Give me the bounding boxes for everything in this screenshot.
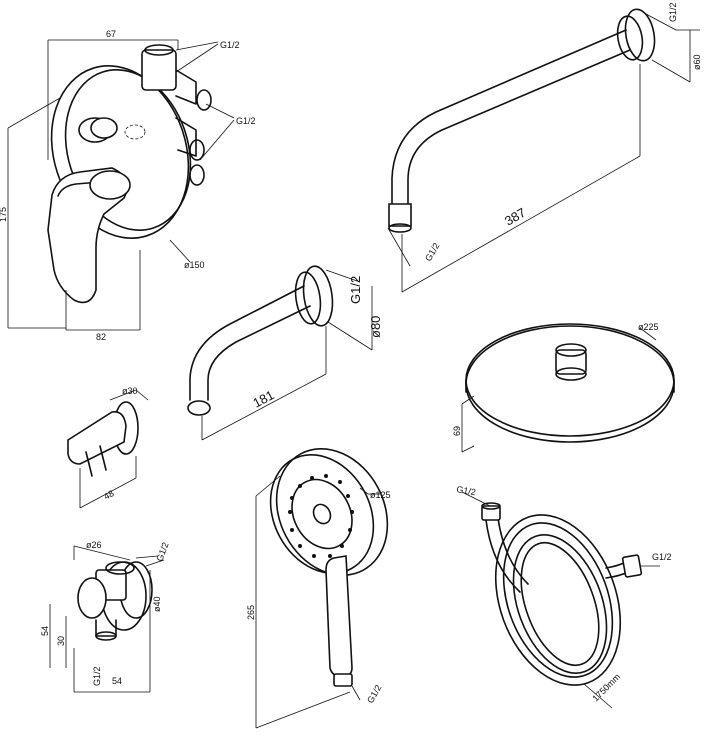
- spout-flange-label: ø80: [368, 316, 383, 338]
- hand-shower-length-label: 265: [246, 605, 256, 620]
- outlet-thread-top-label: G1/2: [154, 541, 170, 563]
- shower-arm-drawing: G1/2 ø60 387 G1/2: [387, 2, 702, 293]
- outlet-left1-label: 54: [40, 626, 50, 636]
- mixer-width-top-label: 67: [106, 29, 116, 39]
- hose-length-label: 1750mm: [590, 672, 622, 704]
- mixer-thread-side-label: G1/2: [236, 116, 256, 126]
- concealed-mixer-drawing: 67 175 82 ø150 G1/2 G1/2: [0, 29, 256, 342]
- hose-thread-b-label: G1/2: [652, 552, 672, 562]
- mixer-thread-top-label: G1/2: [220, 40, 240, 50]
- spout-length-label: 181: [250, 387, 276, 410]
- shower-holder-drawing: ø30 48: [67, 386, 149, 509]
- holder-side-label: 48: [102, 488, 116, 502]
- holder-top-label: ø30: [122, 386, 138, 396]
- rain-shower-head-drawing: ø225 69: [452, 322, 675, 453]
- outlet-right-label: ø40: [152, 596, 162, 612]
- rain-height-label: 69: [452, 426, 462, 436]
- wall-outlet-drawing: ø26 G1/2 54 30 ø40 G1/2 54: [40, 540, 171, 693]
- shower-hose-drawing: G1/2 G1/2 1750mm: [456, 484, 672, 709]
- arm-end-thread-label: G1/2: [423, 241, 441, 263]
- arm-length-label: 387: [502, 205, 528, 229]
- outlet-top-label: ø26: [86, 540, 102, 550]
- outlet-bottom-label: 54: [112, 676, 122, 686]
- outlet-left2-label: 30: [56, 636, 66, 646]
- hand-shower-thread-label: G1/2: [365, 683, 383, 705]
- mixer-diameter-label: ø150: [184, 260, 205, 270]
- mixer-height-label: 175: [0, 207, 8, 222]
- arm-thread-label: G1/2: [668, 2, 678, 22]
- hand-shower-diameter-label: ø125: [370, 490, 391, 500]
- hand-shower-drawing: ø125 265 G1/2: [246, 448, 391, 729]
- outlet-thread-bottom-label: G1/2: [92, 666, 102, 686]
- mixer-width-bottom-label: 82: [96, 332, 106, 342]
- rain-diameter-label: ø225: [638, 322, 659, 332]
- spout-thread-label: G1/2: [348, 276, 363, 304]
- arm-flange-label: ø60: [692, 54, 702, 70]
- hose-thread-a-label: G1/2: [456, 484, 477, 497]
- bath-spout-drawing: G1/2 ø80 181: [187, 265, 383, 441]
- hand-shower-nozzles: [288, 474, 354, 558]
